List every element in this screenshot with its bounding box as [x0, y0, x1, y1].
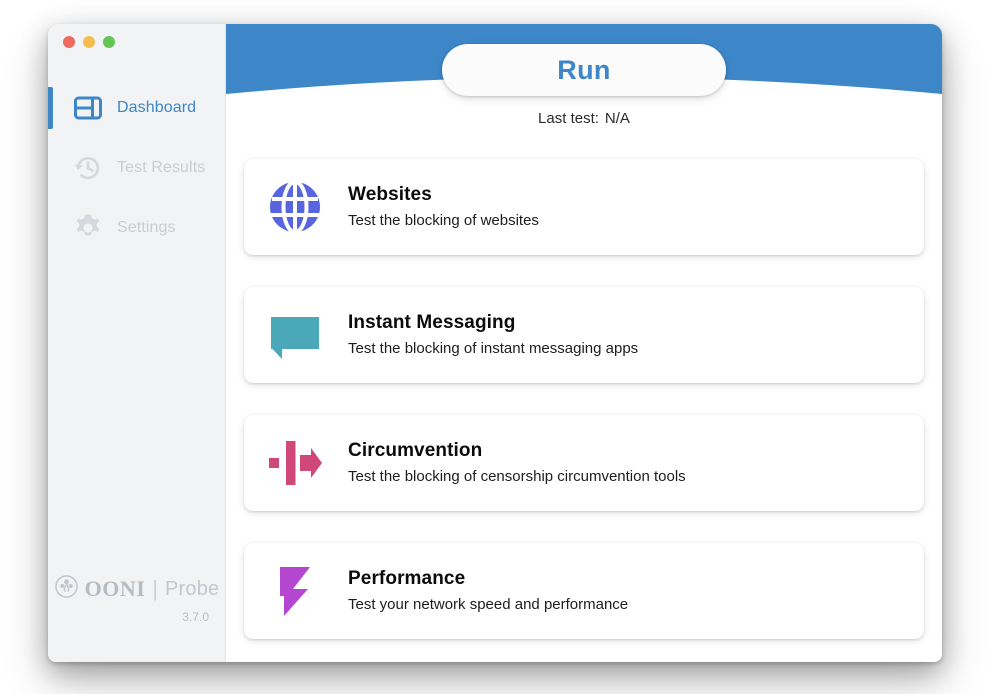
gear-icon	[73, 213, 103, 243]
card-title: Instant Messaging	[348, 311, 516, 333]
circumvention-arrow-icon	[264, 432, 326, 494]
sidebar-item-dashboard[interactable]: Dashboard	[48, 78, 225, 138]
run-button-label: Run	[557, 54, 611, 85]
test-card-circumvention[interactable]: Circumvention Test the blocking of censo…	[244, 415, 924, 511]
sidebar-item-label: Settings	[117, 219, 176, 236]
card-title: Performance	[348, 567, 466, 589]
minimize-button[interactable]	[83, 36, 95, 48]
sidebar-item-test-results[interactable]: Test Results	[48, 138, 225, 198]
active-indicator	[48, 87, 53, 129]
globe-icon	[264, 176, 326, 238]
window-controls	[63, 36, 115, 48]
test-card-list: Websites Test the blocking of websites I…	[226, 159, 942, 662]
test-card-instant-messaging[interactable]: Instant Messaging Test the blocking of i…	[244, 287, 924, 383]
card-subtitle: Test your network speed and performance	[348, 596, 629, 614]
brand-footer: OONI | Probe 3.7.0	[48, 574, 225, 624]
brand-name: OONI	[84, 576, 146, 601]
last-test-value: N/A	[604, 110, 630, 127]
sidebar-item-label: Test Results	[117, 159, 206, 176]
test-card-websites[interactable]: Websites Test the blocking of websites	[244, 159, 924, 255]
card-subtitle: Test the blocking of censorship circumve…	[348, 468, 686, 486]
history-clock-icon	[73, 153, 103, 183]
brand-separator: |	[152, 576, 159, 601]
version-label: 3.7.0	[182, 610, 209, 624]
chat-bubble-icon	[264, 304, 326, 366]
sidebar-nav: Dashboard Test Results	[48, 78, 225, 258]
ooni-logo-icon	[54, 574, 79, 604]
sidebar: Dashboard Test Results	[48, 24, 226, 662]
dashboard-icon	[73, 93, 103, 123]
last-test-label: Last test:	[538, 110, 599, 127]
card-subtitle: Test the blocking of instant messaging a…	[348, 340, 639, 358]
app-window: Dashboard Test Results	[48, 24, 942, 662]
test-card-performance[interactable]: Performance Test your network speed and …	[244, 543, 924, 639]
sidebar-item-settings[interactable]: Settings	[48, 198, 225, 258]
card-title: Circumvention	[348, 439, 483, 461]
card-title: Websites	[348, 183, 432, 205]
card-subtitle: Test the blocking of websites	[348, 212, 539, 230]
run-button[interactable]: Run	[442, 44, 726, 96]
zoom-button[interactable]	[103, 36, 115, 48]
close-button[interactable]	[63, 36, 75, 48]
main-panel: Run Last test: N/A	[226, 24, 942, 662]
lightning-bolt-icon	[264, 560, 326, 622]
last-test-status: Last test: N/A	[226, 110, 942, 127]
sidebar-item-label: Dashboard	[117, 99, 197, 116]
brand-subname: Probe	[165, 577, 220, 600]
